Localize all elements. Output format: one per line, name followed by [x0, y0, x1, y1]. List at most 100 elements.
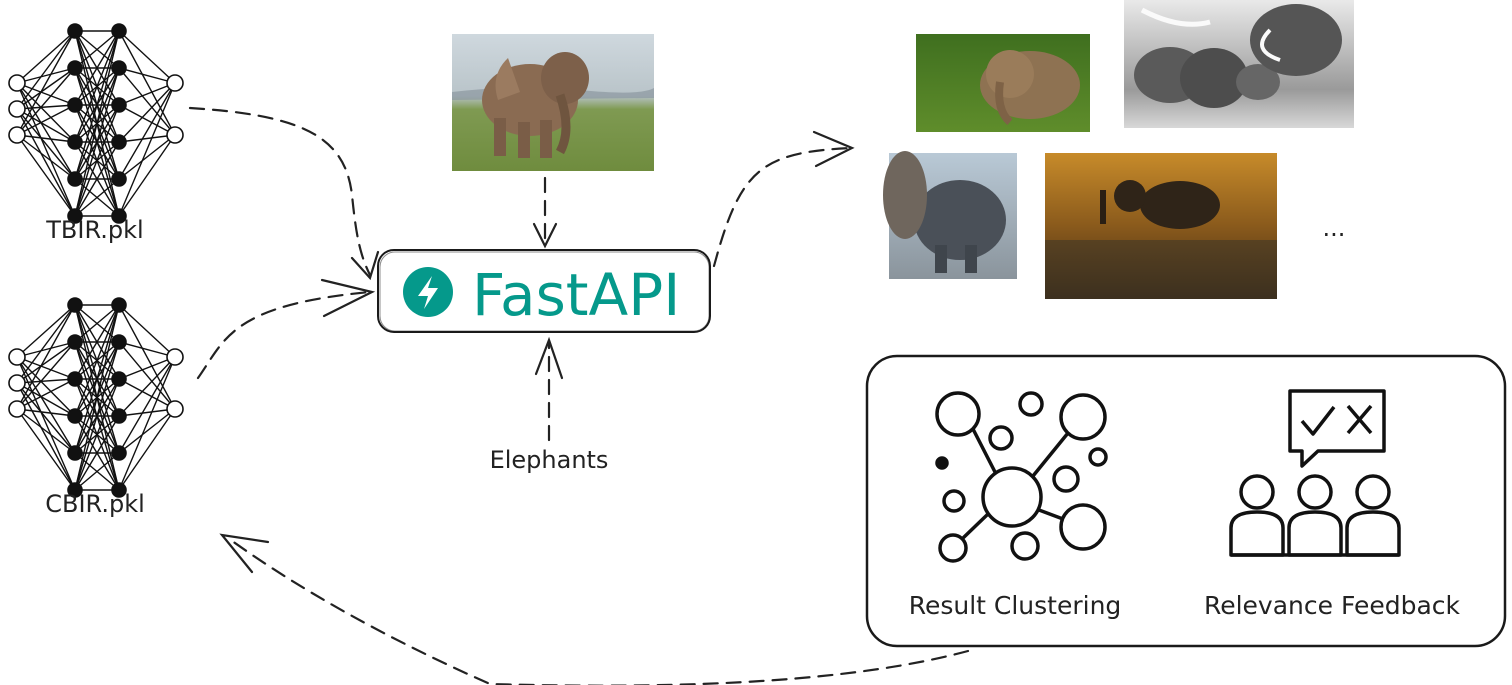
network-edge	[118, 82, 176, 180]
network-node	[111, 97, 127, 113]
tbir-model-label: TBIR.pkl	[45, 216, 143, 244]
network-edge	[16, 408, 76, 491]
network-edge	[16, 341, 76, 358]
network-edge	[74, 30, 120, 180]
network-edge	[16, 134, 76, 217]
network-edge	[74, 30, 120, 69]
network-edge	[16, 304, 76, 410]
network-edge	[16, 104, 76, 136]
network-edge	[74, 304, 120, 343]
network-edge	[118, 67, 176, 136]
arrowhead-image	[532, 222, 558, 249]
network-node	[166, 348, 184, 366]
network-node	[111, 297, 127, 313]
result-clustering-label: Result Clustering	[909, 591, 1122, 620]
network-node	[8, 126, 26, 144]
network-edge	[74, 67, 120, 217]
network-node	[111, 482, 127, 498]
network-edge	[118, 356, 176, 380]
result-image-2	[1124, 0, 1354, 128]
network-edge	[16, 67, 76, 136]
fastapi-lightning-icon	[403, 267, 453, 317]
network-node	[67, 208, 83, 224]
network-edge	[16, 108, 76, 143]
network-edge	[16, 382, 76, 417]
network-edge	[16, 82, 76, 143]
network-edge	[74, 415, 120, 491]
arrowhead-tbir	[350, 250, 380, 281]
neural-network-icon-cbir	[8, 297, 184, 498]
network-node	[8, 374, 26, 392]
result-image-1	[916, 34, 1090, 132]
network-node	[111, 208, 127, 224]
network-edge	[16, 378, 76, 384]
network-node	[8, 74, 26, 92]
network-edge	[16, 356, 76, 454]
arrow-tbir-to-fastapi	[188, 106, 372, 277]
network-edge	[16, 382, 76, 491]
arrow-cbir-to-fastapi	[196, 290, 372, 380]
feedback-box	[865, 354, 1507, 648]
network-edge	[16, 134, 76, 143]
arrowheads	[219, 130, 855, 574]
network-edge	[74, 30, 120, 106]
network-edge	[118, 408, 176, 454]
network-edge	[16, 104, 76, 110]
network-edge	[118, 82, 176, 106]
network-edge	[118, 304, 176, 358]
fastapi-label: FastAPI	[472, 261, 680, 329]
network-edge	[16, 108, 76, 217]
network-node	[8, 400, 26, 418]
network-edge	[16, 108, 76, 180]
network-node	[111, 60, 127, 76]
network-node	[166, 74, 184, 92]
network-node	[67, 334, 83, 350]
network-node	[67, 297, 83, 313]
query-text-label: Elephants	[490, 446, 609, 474]
neural-network-icon-tbir	[8, 23, 184, 224]
network-edge	[74, 304, 120, 454]
network-node	[111, 171, 127, 187]
network-node	[111, 445, 127, 461]
network-edge	[74, 304, 120, 417]
network-edge	[16, 67, 76, 84]
network-edge	[74, 141, 120, 217]
network-edge	[118, 408, 176, 491]
network-node	[67, 371, 83, 387]
fastapi-server-box: FastAPI	[377, 249, 711, 333]
arrowhead-text	[534, 336, 564, 380]
network-edge	[118, 30, 176, 84]
network-edge	[16, 382, 76, 454]
network-node	[67, 171, 83, 187]
result-image-4	[1045, 153, 1277, 299]
network-edge	[74, 341, 120, 491]
network-node	[8, 348, 26, 366]
network-edge	[74, 378, 120, 491]
network-edge	[16, 356, 76, 380]
network-edge	[16, 30, 76, 84]
network-edge	[16, 30, 76, 110]
network-edge	[118, 341, 176, 410]
network-node	[67, 408, 83, 424]
network-node	[67, 23, 83, 39]
relevance-feedback-label: Relevance Feedback	[1204, 591, 1461, 620]
network-node	[111, 371, 127, 387]
network-edge	[74, 304, 120, 491]
network-edge	[74, 30, 120, 217]
arrowhead-cbir	[320, 278, 376, 318]
network-edge	[16, 378, 76, 410]
network-edge	[118, 356, 176, 454]
network-edge	[74, 304, 120, 380]
network-edge	[16, 67, 76, 110]
network-edge	[16, 304, 76, 358]
network-node	[111, 23, 127, 39]
network-node	[111, 408, 127, 424]
network-edge	[16, 356, 76, 491]
network-edge	[118, 134, 176, 143]
network-node	[67, 60, 83, 76]
network-node	[67, 134, 83, 150]
arrowhead-results	[812, 130, 855, 168]
arrow-feedback-to-cbir	[226, 536, 970, 685]
network-edge	[118, 134, 176, 217]
